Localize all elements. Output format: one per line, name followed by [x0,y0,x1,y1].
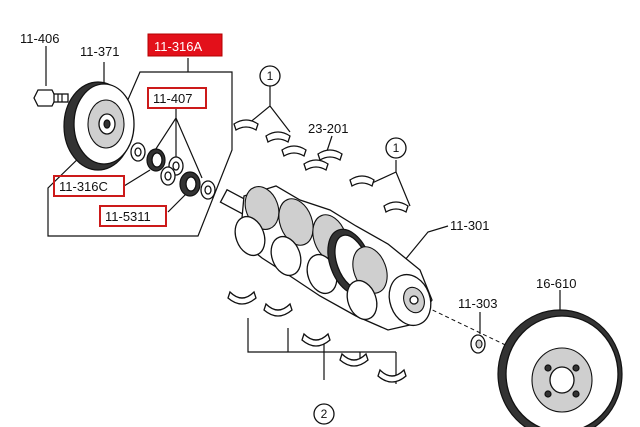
label-23-201: 23-201 [308,121,348,136]
highlight-box-11-316C [53,175,125,197]
leader-11-316C [123,169,151,187]
label-11-406: 11-406 [20,31,60,46]
callout-circle-1-right: 1 [385,137,407,159]
crankshaft-axis-line [419,303,521,353]
label-11-5311: 11-5311 [105,209,151,224]
washer-lower-1 [160,166,176,186]
upper-bearing-shells-left [233,119,329,171]
label-11-303: 11-303 [458,296,498,311]
label-11-316C: 11-316C [59,179,108,194]
leader-callout-2 [247,318,397,384]
seal-11-316C [146,148,166,172]
label-11-371: 11-371 [80,44,120,59]
washer-upper-1 [130,142,146,162]
crank-pulley-11-371 [63,81,135,171]
highlight-box-11-316A [147,33,223,57]
leader-11-407 [149,108,203,179]
leader-11-301 [399,225,449,267]
label-16-610: 16-610 [536,276,576,291]
label-11-316A: 11-316A [154,39,203,54]
callout-circle-1-upper: 1 [259,65,281,87]
upper-bearing-shells-right [317,149,409,213]
label-11-301: 11-301 [450,218,490,233]
pilot-bearing-11-303 [470,334,486,354]
lower-bearing-shells [227,290,407,383]
leader-callout-1-left [247,86,291,133]
group-bracket-11-316A [47,58,233,237]
label-11-407: 11-407 [153,91,193,106]
callout-circle-2: 2 [313,403,335,425]
seal-11-5311 [179,171,201,197]
crankshaft-11-301 [219,185,433,331]
washer-lower-2 [200,180,216,200]
highlight-box-11-5311 [99,205,167,227]
svg-text:1: 1 [267,69,274,83]
flywheel-16-610 [497,309,623,427]
svg-text:1: 1 [393,141,400,155]
leader-callout-1-right [369,160,411,207]
leader-11-5311 [167,191,189,213]
highlight-box-11-407 [147,87,207,109]
bolt-11-406 [33,89,69,107]
svg-text:2: 2 [321,407,328,421]
